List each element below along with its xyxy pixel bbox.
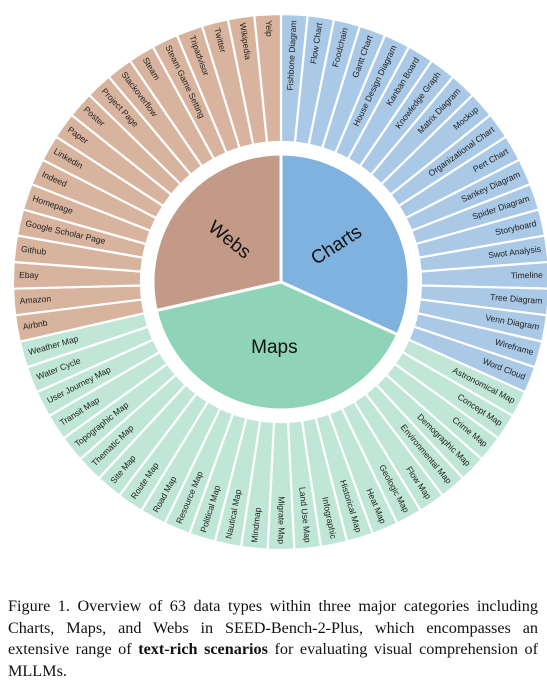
segment-label-yelp: Yelp <box>264 20 275 37</box>
segment-label-migrate-map: Migrate Map <box>277 496 287 544</box>
caption-bold-text: text-rich scenarios <box>138 640 268 658</box>
category-label-maps: Maps <box>251 337 297 358</box>
segment-label-fishbone-diagram: Fishbone Diagram <box>285 20 298 91</box>
segment-label-github: Github <box>21 244 48 257</box>
segment-label-ebay: Ebay <box>19 270 40 281</box>
category-sector-webs <box>151 152 283 313</box>
figure-caption: Figure 1. Overview of 63 data types with… <box>8 596 538 682</box>
caption-text-end: for evaluating visual comprehension of M… <box>8 640 538 680</box>
segment-label-mindmap: Mindmap <box>249 507 262 543</box>
caption-text: Figure 1. Overview of 63 data types with… <box>8 597 538 658</box>
category-sector-maps <box>154 280 400 412</box>
segment-yelp <box>253 12 283 144</box>
category-sector-charts <box>279 152 411 337</box>
segment-label-timeline: Timeline <box>511 270 544 281</box>
segment-label-amazon: Amazon <box>19 293 51 305</box>
segment-label-airbnb: Airbnb <box>22 317 48 331</box>
segment-label-tree-diagram: Tree Diagram <box>490 292 543 306</box>
